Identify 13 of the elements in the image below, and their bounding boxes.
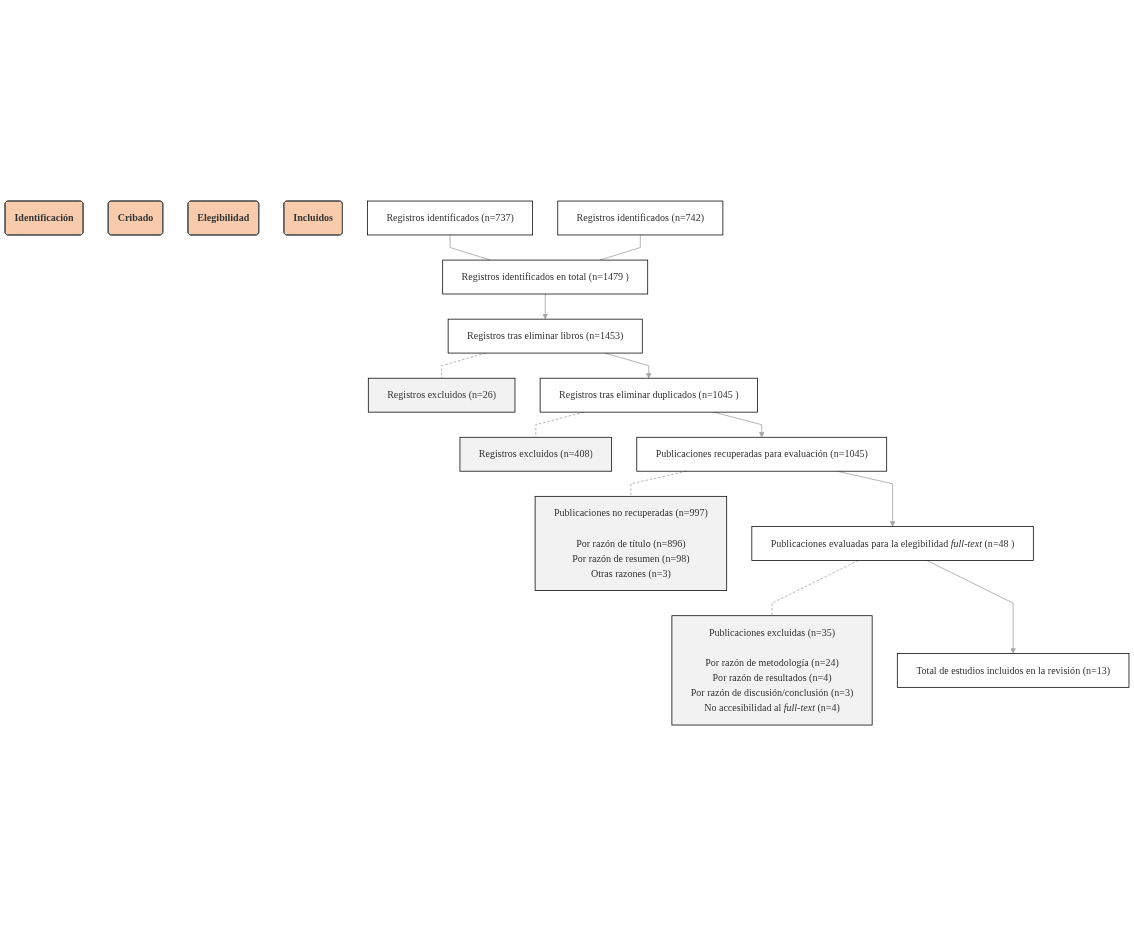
node-box: Registros excluidos (n=26): [367, 377, 516, 413]
node-box: Publicaciones evaluadas para la elegibilidad full-text (n=48 ): [751, 526, 1034, 561]
node-box: Publicaciones recuperadas para evaluación (n=1045): [636, 436, 888, 472]
node-box: Registros identificados en total (n=1479 ): [442, 259, 649, 295]
node-box: Registros tras eliminar duplicados (n=1045 ): [539, 377, 758, 413]
connector: [449, 234, 491, 261]
node-box: Total de estudios incluidos en la revisión (n=13): [896, 653, 1130, 688]
node-box: Registros excluidos (n=408): [459, 436, 613, 472]
node-box: Registros identificados (n=737): [367, 200, 533, 236]
node-box: Registros identificados (n=742): [557, 200, 724, 236]
node-box: Publicaciones excluidas (n=35) Por razón de metodología (n=24) Por razón de resultados (n=4) Por razón de discusión/conclusión (n=3) No accesibilidad al full-text (n=4): [671, 615, 873, 726]
node-box: Registros tras eliminar libros (n=1453): [447, 318, 643, 354]
node-box: Publicaciones no recuperadas (n=997) Por razón de título (n=896) Por razón de resumen (n=98) Otras razones (n=3): [534, 495, 728, 591]
